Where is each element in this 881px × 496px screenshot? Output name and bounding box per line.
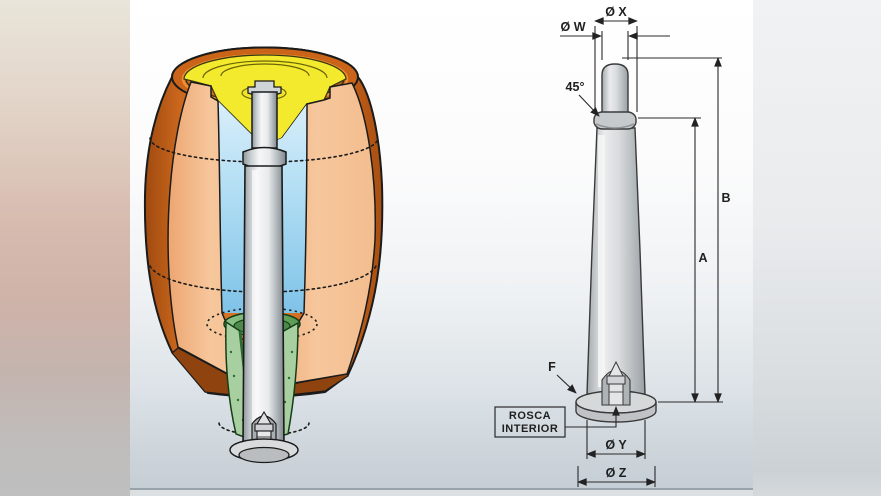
label-dim-a: A xyxy=(698,251,707,265)
drawing-collar xyxy=(593,111,637,130)
dome-ridge-inner xyxy=(220,63,310,77)
dim-dia-w: Ø W xyxy=(560,20,670,60)
label-dim-f: F xyxy=(548,360,556,374)
dim-a: A xyxy=(638,117,708,403)
label-dia-z: Ø Z xyxy=(606,466,627,480)
thread-note-leader xyxy=(565,406,620,428)
label-dia-w: Ø W xyxy=(561,20,586,34)
pin-side-view xyxy=(575,63,657,423)
dome-ridge-outer xyxy=(202,60,328,79)
drawing-thread-stud xyxy=(606,360,626,406)
cutaway-illustration xyxy=(143,46,384,464)
dim-dia-z: Ø Z xyxy=(577,466,656,487)
dim-f: F xyxy=(548,360,577,394)
cut-face-left xyxy=(167,81,256,390)
cut-face-right xyxy=(257,82,377,391)
content-bottom-strip xyxy=(130,490,753,496)
label-dia-y: Ø Y xyxy=(605,438,627,452)
center-pin xyxy=(229,80,299,464)
pin-upper-cylinder xyxy=(251,91,278,149)
drawing-tip xyxy=(601,63,629,119)
hidden-contour-foot xyxy=(218,422,310,436)
drawing-shaft xyxy=(586,127,646,395)
content-bottom-border xyxy=(130,488,753,490)
pin-foot-inner xyxy=(238,446,290,464)
dim-dia-x: Ø X xyxy=(594,5,638,112)
left-edge-gradient xyxy=(0,0,130,496)
dimensions: Ø X Ø W 45° xyxy=(494,5,731,487)
dim-angle-45: 45° xyxy=(566,80,600,117)
technical-drawing: Ø X Ø W 45° xyxy=(494,5,731,487)
drawing-flange-wall xyxy=(575,401,657,423)
pin-shaft xyxy=(242,165,285,447)
thread-note-box xyxy=(494,406,566,438)
thread-note-line2: INTERIOR xyxy=(502,423,559,435)
dim-dia-y: Ø Y xyxy=(586,420,646,459)
drawing-shaft-highlight xyxy=(598,135,605,387)
label-dia-x: Ø X xyxy=(605,5,627,19)
drawing-collar-shade xyxy=(595,123,635,129)
dim-b: B xyxy=(622,57,731,403)
label-angle-45: 45° xyxy=(566,80,585,94)
pin-shaft-highlight xyxy=(252,170,258,438)
right-edge-gradient xyxy=(753,0,881,496)
label-dim-b: B xyxy=(721,191,730,205)
thread-note: ROSCA INTERIOR xyxy=(494,406,620,438)
thread-note-line1: ROSCA xyxy=(509,410,551,422)
